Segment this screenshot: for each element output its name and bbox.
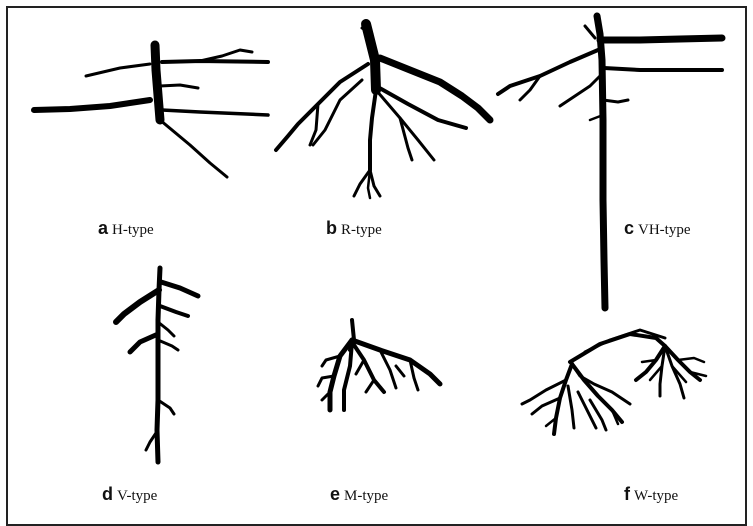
caption-label: M-type xyxy=(344,488,388,504)
caption-label: W-type xyxy=(634,488,678,504)
caption-letter: a xyxy=(98,218,108,238)
root-drawing-w-type xyxy=(522,330,706,434)
root-drawing-r-type xyxy=(276,24,490,198)
caption-label: VH-type xyxy=(638,222,691,238)
caption-letter: e xyxy=(330,484,340,504)
root-drawings xyxy=(0,0,753,506)
caption-r-type: bR-type xyxy=(326,218,382,239)
root-drawing-h-type xyxy=(34,45,268,177)
caption-letter: c xyxy=(624,218,634,238)
caption-label: V-type xyxy=(117,488,157,504)
caption-vh-type: cVH-type xyxy=(624,218,691,239)
caption-label: H-type xyxy=(112,222,154,238)
caption-letter: f xyxy=(624,484,630,504)
root-drawing-v-type xyxy=(116,268,198,462)
caption-letter: b xyxy=(326,218,337,238)
root-drawing-vh-type xyxy=(498,16,722,308)
caption-m-type: eM-type xyxy=(330,484,388,505)
caption-h-type: aH-type xyxy=(98,218,154,239)
caption-w-type: fW-type xyxy=(624,484,678,505)
caption-label: R-type xyxy=(341,222,382,238)
root-types-figure: aH-type bR-type cVH-type dV-type eM-type… xyxy=(0,0,753,506)
root-drawing-m-type xyxy=(318,320,440,410)
caption-letter: d xyxy=(102,484,113,504)
caption-v-type: dV-type xyxy=(102,484,157,505)
